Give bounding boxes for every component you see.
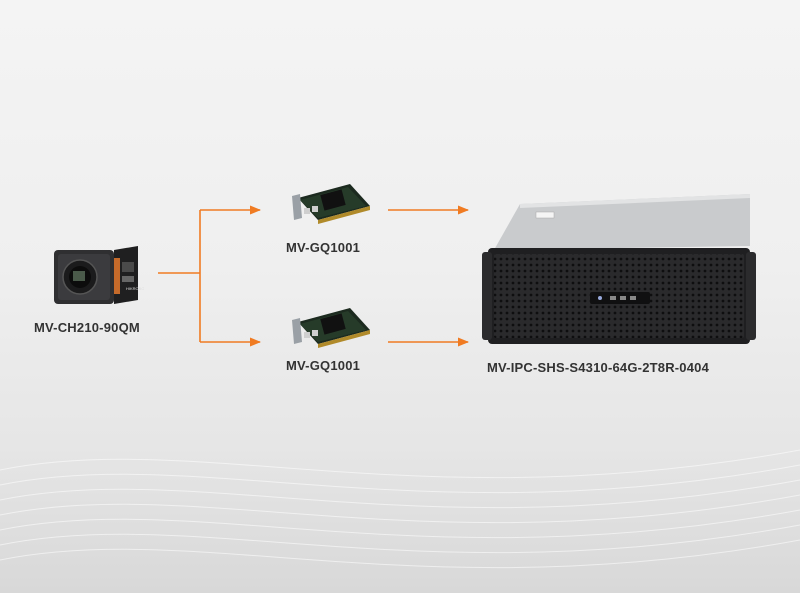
svg-text:HIKROBOT: HIKROBOT <box>126 286 144 291</box>
card-top-label: MV-GQ1001 <box>286 240 361 255</box>
card-bottom-label: MV-GQ1001 <box>286 358 361 373</box>
frame-grabber-card-top-icon <box>292 184 370 224</box>
camera-icon: HIKROBOT <box>54 246 144 304</box>
camera-label: MV-CH210-90QM <box>34 320 140 335</box>
server-label: MV-IPC-SHS-S4310-64G-2T8R-0404 <box>487 360 710 375</box>
frame-grabber-card-bottom-icon <box>292 308 370 348</box>
industrial-pc-server-icon <box>482 194 756 344</box>
